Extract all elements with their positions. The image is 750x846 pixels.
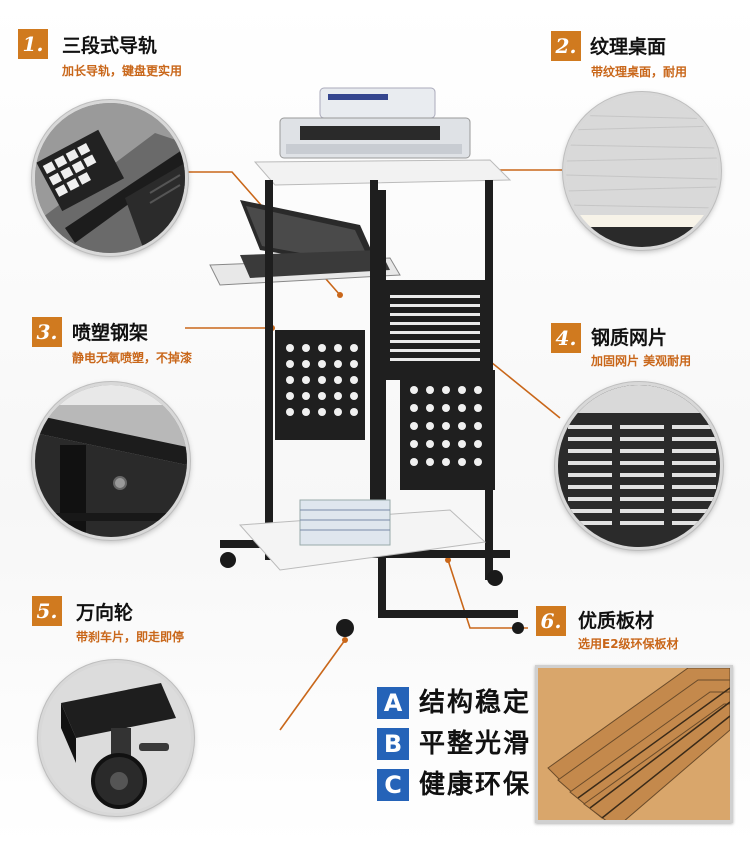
feature-1-subtitle: 加长导轨，键盘更实用 — [62, 64, 183, 78]
feature-6-number-badge: 6. — [536, 606, 566, 636]
benefit-b-text: 平整光滑 — [419, 729, 532, 759]
feature-3-title: 喷塑钢架 — [72, 322, 149, 344]
feature-3-number-badge: 3. — [32, 317, 62, 347]
benefit-a-text: 结构稳定 — [419, 688, 532, 718]
feature-5-subtitle: 带刹车片，即走即停 — [76, 630, 185, 644]
keyboard-rail-closeup-icon — [32, 100, 188, 256]
benefit-c-text: 健康环保 — [419, 770, 532, 800]
caster-wheel-closeup-icon — [38, 660, 194, 816]
steel-mesh-closeup-icon — [555, 382, 723, 550]
feature-2-subtitle: 带纹理桌面，耐用 — [591, 65, 688, 79]
textured-surface-closeup-icon — [563, 92, 721, 250]
feature-1-title: 三段式导轨 — [62, 35, 158, 57]
feature-4-subtitle: 加固网片 美观耐用 — [591, 354, 692, 368]
feature-6-title: 优质板材 — [578, 610, 655, 632]
benefit-c-letter-badge: C — [377, 769, 409, 801]
feature-4-number-badge: 4. — [551, 323, 581, 353]
steel-frame-closeup-icon — [32, 382, 190, 540]
feature-3-subtitle: 静电无氧喷塑，不掉漆 — [72, 351, 193, 365]
feature-5-number-badge: 5. — [32, 596, 62, 626]
feature-1-number-badge: 1. — [18, 29, 48, 59]
feature-2-number-badge: 2. — [551, 31, 581, 61]
board-stack-closeup-icon — [535, 665, 733, 823]
benefit-b-letter-badge: B — [377, 728, 409, 760]
printer-cart-product-image — [209, 87, 524, 637]
feature-5-title: 万向轮 — [76, 602, 134, 624]
feature-4-title: 钢质网片 — [591, 327, 668, 349]
feature-2-title: 纹理桌面 — [590, 36, 667, 58]
feature-6-subtitle: 选用E2级环保板材 — [578, 637, 679, 651]
printer-icon — [279, 87, 471, 159]
benefit-a-letter-badge: A — [377, 687, 409, 719]
